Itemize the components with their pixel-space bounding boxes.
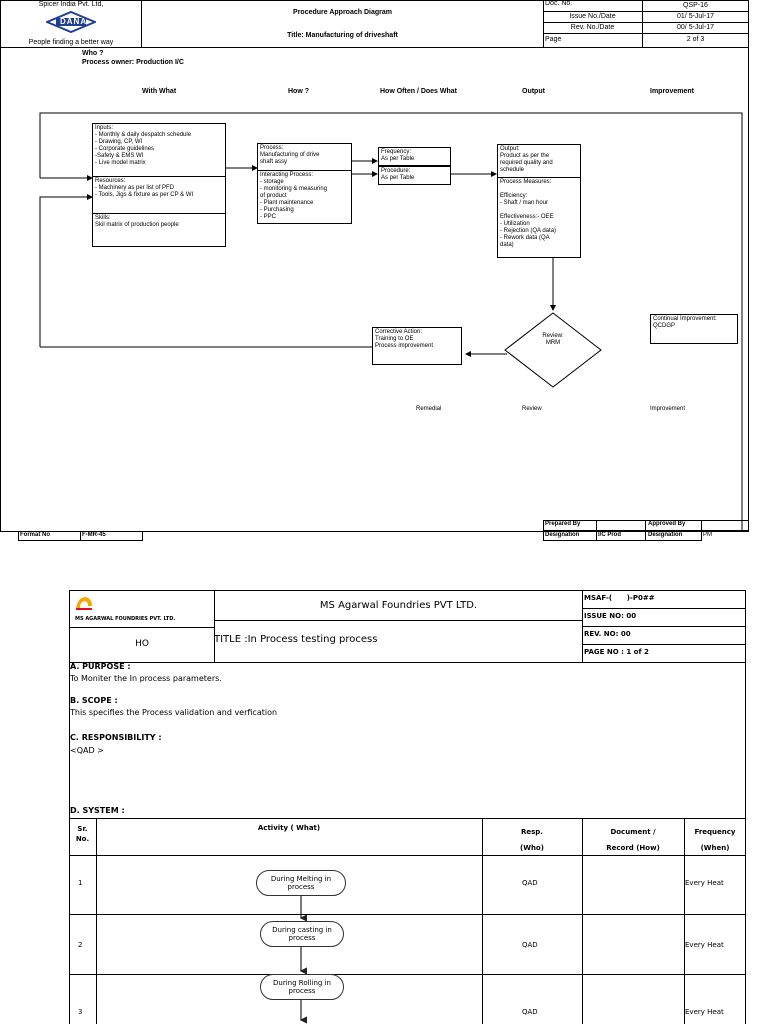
doc2-meta-2: REV. NO: 00 bbox=[584, 630, 631, 638]
doc1-meta-block bbox=[543, 0, 749, 48]
corrective-action-box: Corrective Action: Training to OE Proces… bbox=[372, 327, 462, 365]
doc2-flow-arrows bbox=[299, 896, 307, 1024]
col-with-what: With What bbox=[142, 88, 177, 95]
system-heading: D. SYSTEM : bbox=[70, 806, 125, 815]
system-table bbox=[69, 818, 746, 1024]
approved-by-label: Approved By bbox=[648, 521, 686, 527]
doc2-page: MS AGARWAL FOUNDRIES PVT. LTD. MS Agarwa… bbox=[0, 590, 768, 1024]
th-resp: Resp. (Who) bbox=[520, 828, 544, 852]
row-line-2 bbox=[69, 974, 746, 975]
doc1-meta-value-3: 2 of 3 bbox=[686, 36, 705, 43]
interacting-process-box: Interacting Process: - storage - monitor… bbox=[257, 170, 352, 224]
th-freq: Frequency (When) bbox=[694, 828, 736, 852]
doc2-logo-text: MS AGARWAL FOUNDRIES PVT. LTD. bbox=[75, 616, 176, 622]
th-sr: Sr. No. bbox=[75, 825, 90, 843]
skills-box: Skills: Skil matrix of production people bbox=[92, 213, 226, 247]
row3-sr: 3 bbox=[78, 1008, 83, 1016]
doc1-body-frame bbox=[0, 47, 749, 532]
doc2-meta-3: PAGE NO : 1 of 2 bbox=[584, 648, 649, 656]
col-how-often: How Often / Does What bbox=[380, 88, 457, 95]
doc2-meta-0: MSAF-( )-P0## bbox=[584, 594, 655, 602]
row2-freq: Every Heat bbox=[685, 941, 724, 949]
label-improvement: Improvement bbox=[650, 406, 686, 412]
doc1-diagram-title: Procedure Approach Diagram bbox=[293, 9, 392, 16]
row-line-1 bbox=[69, 914, 746, 915]
doc2-company: MS Agarwal Foundries PVT LTD. bbox=[319, 600, 478, 611]
row-line-header bbox=[69, 855, 746, 856]
designation-label-1: Designation bbox=[545, 532, 580, 538]
doc1-flow-lines bbox=[39, 112, 743, 530]
responsibility-heading: C. RESPONSIBILITY : bbox=[70, 733, 162, 742]
doc1-meta-label-0: Doc. No. bbox=[543, 0, 643, 12]
doc1-tagline: People finding a better way bbox=[28, 39, 114, 46]
doc2-title: TITLE :In Process testing process bbox=[214, 634, 378, 645]
col-line-3 bbox=[582, 818, 583, 1024]
doc1-meta-value-2: 00/ 5-Jul-17 bbox=[642, 22, 749, 34]
approved-by-value-cell bbox=[701, 520, 749, 531]
procedure-box: Procedure: As per Table bbox=[378, 166, 451, 185]
scope-text: This specifies the Process validation an… bbox=[70, 708, 278, 717]
row2-sr: 2 bbox=[78, 941, 83, 949]
label-remedial: Remedial bbox=[416, 406, 442, 412]
doc2-ho: HO bbox=[135, 639, 149, 649]
doc1-page: Spicer India Pvt. Ltd, DANA People findi… bbox=[0, 0, 749, 541]
format-no-label: Format No bbox=[20, 532, 50, 538]
col-how: How ? bbox=[288, 88, 309, 95]
doc1-company: Spicer India Pvt. Ltd, bbox=[38, 1, 104, 8]
frequency-box: Frequency: As per Table bbox=[378, 147, 451, 166]
resources-box: Resources: - Machinery as per list of PF… bbox=[92, 176, 226, 214]
doc1-owner: Process owner: Production I/C bbox=[82, 59, 184, 66]
format-no-cell bbox=[80, 531, 143, 541]
continual-improvement-box: Continual Improvement: QCDGP bbox=[650, 314, 738, 344]
row1-freq: Every Heat bbox=[685, 879, 724, 887]
approved-designation-value: PM bbox=[703, 532, 712, 538]
doc1-title: Title: Manufacturing of driveshaft bbox=[287, 32, 398, 39]
dana-logo-text: DANA bbox=[60, 17, 88, 26]
th-activity: Activity ( What) bbox=[257, 824, 321, 832]
process-measures-box: Process Measures: Efficiency: - Shaft / … bbox=[497, 177, 581, 258]
output-box: Output: Product as per the required qual… bbox=[497, 144, 581, 178]
col-line-2 bbox=[482, 818, 483, 1024]
col-line-1 bbox=[96, 818, 97, 1024]
row3-activity: During Rolling in process bbox=[260, 974, 344, 1000]
row3-resp: QAD bbox=[522, 1008, 538, 1016]
format-no-value: F-MR-45 bbox=[82, 532, 106, 538]
col-improvement: Improvement bbox=[650, 88, 694, 95]
designation-cell-2 bbox=[645, 530, 702, 541]
inputs-box: Inputs: - Monthly & daily despatch sched… bbox=[92, 123, 226, 177]
doc1-meta-label-3: Page bbox=[543, 33, 643, 47]
process-box: Process: Manufacturing of drive shaft as… bbox=[257, 143, 352, 171]
doc1-meta-value-1: 01/ 5-Jul-17 bbox=[642, 11, 749, 23]
designation-label-2: Designation bbox=[648, 532, 683, 538]
row2-resp: QAD bbox=[522, 941, 538, 949]
label-review: Review bbox=[522, 406, 542, 412]
prepared-by-label: Prepared By bbox=[545, 521, 581, 527]
foundry-logo-icon bbox=[74, 594, 94, 612]
row3-freq: Every Heat bbox=[685, 1008, 724, 1016]
review-diamond-label: Review: MRM bbox=[542, 333, 564, 346]
doc2-meta-1: ISSUE NO: 00 bbox=[584, 612, 637, 620]
doc1-meta-label-1: Issue No./Date bbox=[543, 11, 643, 23]
doc1-who: Who ? bbox=[82, 50, 104, 57]
doc1-meta-label-2: Rev. No./Date bbox=[543, 22, 643, 34]
doc1-meta-value-0: QSP-16 bbox=[642, 0, 749, 12]
purpose-text: To Moniter the In process parameters. bbox=[70, 674, 222, 683]
col-output: Output bbox=[522, 88, 545, 95]
dana-logo: DANA bbox=[44, 10, 98, 34]
scope-heading: B. SCOPE : bbox=[70, 696, 118, 705]
th-doc: Document / Record (How) bbox=[606, 828, 660, 852]
row1-sr: 1 bbox=[78, 879, 83, 887]
purpose-heading: A. PURPOSE : bbox=[70, 662, 131, 671]
prepared-designation-value: I/C Prod bbox=[598, 532, 622, 538]
responsibility-text: <QAD > bbox=[70, 746, 104, 755]
row1-activity: During Melting in process bbox=[256, 870, 346, 896]
row1-resp: QAD bbox=[522, 879, 538, 887]
col-line-4 bbox=[684, 818, 685, 1024]
